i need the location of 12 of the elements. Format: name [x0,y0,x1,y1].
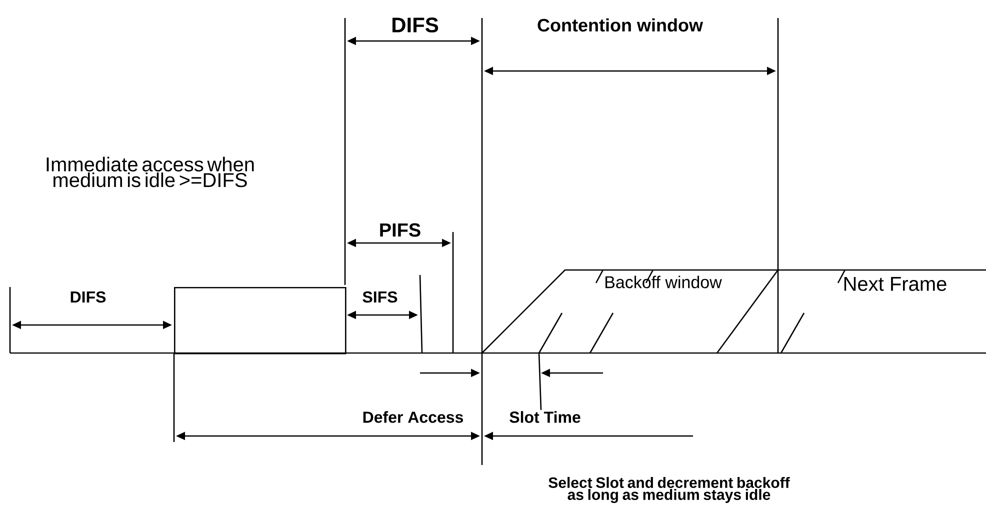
note-text: Immediate access when medium is idle >=DIFS [46,156,254,188]
interval-label: DIFS [70,291,106,303]
interval-label: DIFS [392,18,438,32]
interval-label: SIFS [362,291,398,303]
backoff-window: Backoff window [481,269,779,354]
note-text: Select Slot and decrement backoff as long as medium stays idle [548,476,790,504]
frame-box [174,287,346,354]
interval-label: Slot Time [510,411,580,423]
interval-label: Defer Access [363,411,463,423]
interval-label: Contention window [538,18,704,32]
frame-block: Next Frame [777,269,986,354]
interval-label: PIFS [380,223,420,237]
